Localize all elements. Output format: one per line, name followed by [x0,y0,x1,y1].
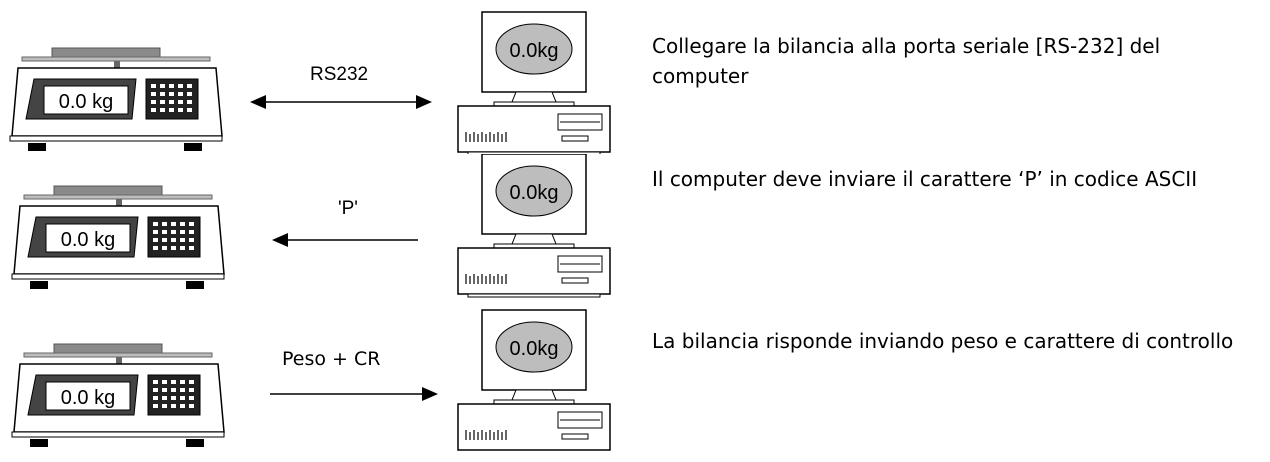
step-2: 0.0 kg 0.0kg [0,154,1270,308]
step-description: Collegare la bilancia alla porta seriale… [652,34,1161,88]
step-3: 0.0 kg 0.0kg P [0,308,1270,462]
scale-display-text: 0.0 kg [59,91,113,113]
arrow-label: Peso + CR [282,348,381,370]
monitor-display-text: 0.0kg [510,338,559,360]
step-description: La bilancia risponde inviando peso e car… [652,329,1234,353]
bidirectional-arrow [250,95,432,109]
computer-icon: 0.0kg [457,309,611,451]
scale-display-text: 0.0 kg [61,229,115,251]
step-2-graphics: 0.0 kg 0.0kg [11,154,611,298]
scale-display-text: 0.0 kg [61,387,115,409]
step-3-graphics: 0.0 kg 0.0kg [11,309,611,451]
arrow-label: 'P' [338,198,358,219]
step-1-graphics: 0.0 kg 0.0kg [9,11,611,154]
arrow-to-computer [270,387,438,401]
computer-icon: 0.0kg [457,11,611,154]
step-description: Il computer deve inviare il carattere ‘P… [652,167,1198,191]
scale-icon: 0.0 kg [11,185,225,289]
monitor-display-text: 0.0kg [510,182,559,204]
arrow-label: RS232 [310,64,369,85]
step-1: 0.0 kg 0.0kg [0,0,1270,154]
computer-icon: 0.0kg [457,154,611,298]
monitor-display-text: 0.0kg [510,40,559,62]
scale-icon: 0.0 kg [11,343,225,447]
scale-icon: 0.0 kg [9,47,223,151]
arrow-to-scale [272,233,418,247]
